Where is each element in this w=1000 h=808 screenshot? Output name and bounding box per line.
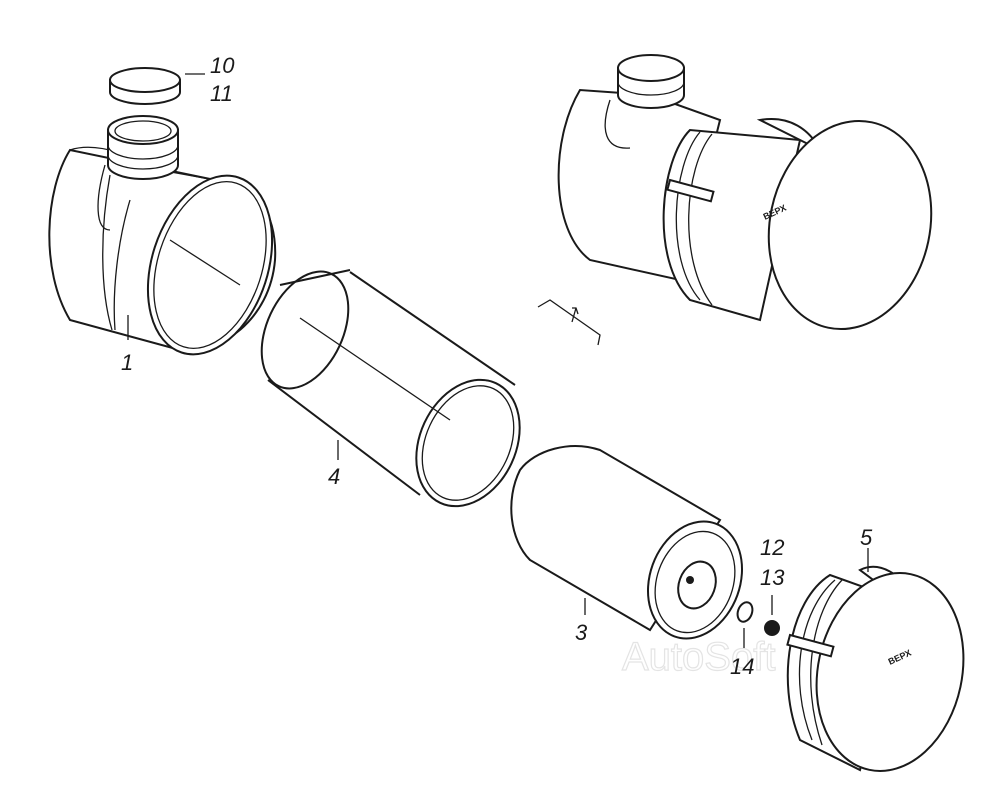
callout-12: 12 [760, 535, 784, 560]
nut-part-13 [764, 620, 780, 636]
callout-5: 5 [860, 525, 873, 550]
housing-part-1 [48, 115, 277, 356]
airflow-arrow [537, 299, 601, 346]
leader-lines [127, 73, 869, 648]
callout-4: 4 [328, 464, 340, 489]
screen-part-4 [260, 269, 521, 508]
callout-11: 11 [210, 81, 233, 106]
callout-13: 13 [760, 565, 785, 590]
callout-14: 14 [730, 654, 754, 679]
callout-10: 10 [210, 53, 235, 78]
cap-part-10-11 [109, 67, 181, 105]
washer-part-14 [736, 601, 754, 623]
cover-part-5: ВЕРХ [786, 565, 965, 772]
callout-1: 1 [121, 350, 133, 375]
watermark: AutoSoft [622, 635, 775, 679]
filter-element-part-3 [510, 445, 744, 640]
assembled-air-filter: ВЕРХ [557, 54, 933, 331]
callout-3: 3 [575, 620, 588, 645]
